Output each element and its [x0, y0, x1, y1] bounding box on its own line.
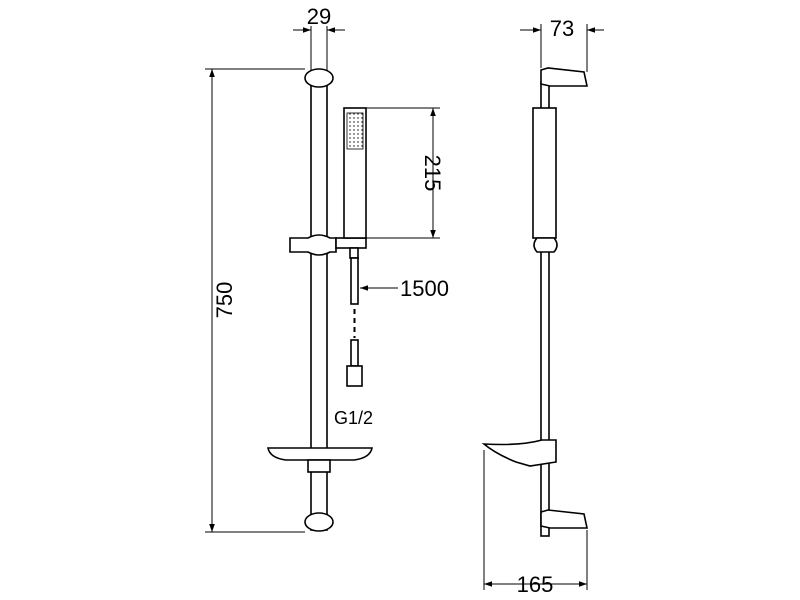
side-bottom-bracket	[540, 509, 588, 529]
side-top-bracket	[540, 67, 588, 87]
dim-215-label: 215	[420, 155, 445, 192]
side-slider	[533, 237, 558, 253]
front-view	[267, 68, 373, 532]
dim-29-label: 29	[307, 4, 331, 29]
dim-215	[366, 107, 440, 239]
front-soap-dish	[267, 447, 373, 461]
side-soap-dish	[481, 439, 557, 467]
side-hand-shower	[532, 107, 557, 239]
thread-label: G1/2	[334, 408, 373, 428]
front-holder	[335, 237, 367, 249]
hose-upper-connector	[349, 247, 359, 259]
front-top-bracket	[304, 68, 334, 88]
dim-1500-label: 1500	[400, 276, 449, 301]
dim-165	[483, 450, 588, 590]
dim-73-label: 73	[550, 16, 574, 41]
dim-73	[520, 24, 604, 72]
hand-shower-nozzles	[346, 112, 364, 150]
hose-lower	[350, 339, 359, 367]
dim-750	[205, 68, 305, 533]
dim-29	[293, 26, 345, 70]
hose-lower-connector	[346, 365, 363, 387]
side-view	[481, 67, 588, 537]
front-slider	[289, 234, 337, 256]
hose-upper	[350, 257, 359, 305]
front-bottom-bracket	[304, 512, 334, 532]
dim-750-label: 750	[212, 282, 237, 319]
front-soap-dish-clamp	[307, 459, 331, 473]
dim-165-label: 165	[517, 572, 554, 597]
